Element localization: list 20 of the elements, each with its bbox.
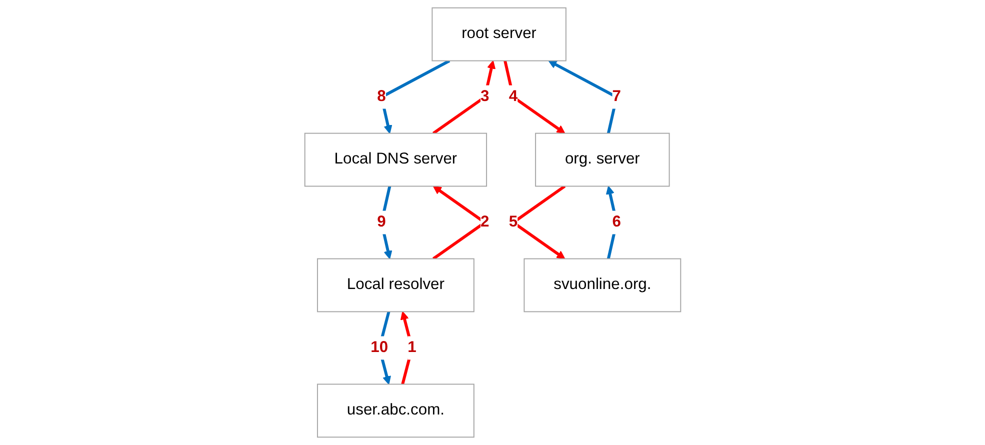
node-box: org. server xyxy=(534,132,670,187)
node-box: svuonline.org. xyxy=(523,258,681,312)
arrow xyxy=(606,186,618,260)
edge-label: 2 xyxy=(480,214,490,230)
node-box: Local resolver xyxy=(316,258,474,312)
edge-label: 1 xyxy=(407,339,416,356)
edge-label: 5 xyxy=(508,214,518,230)
node-box: Local DNS server xyxy=(304,132,487,187)
edge-label: 10 xyxy=(370,339,388,356)
edge-label: 9 xyxy=(376,214,386,230)
node-box: root server xyxy=(431,7,566,62)
edge-label: 4 xyxy=(508,88,518,105)
edge-label: 8 xyxy=(376,88,386,105)
edge-label: 7 xyxy=(612,88,621,105)
edge-label: 6 xyxy=(612,214,621,230)
arrow xyxy=(503,60,565,134)
arrow xyxy=(432,60,496,134)
arrow xyxy=(548,60,618,134)
edge-label: 3 xyxy=(480,88,490,105)
node-box: user.abc.com. xyxy=(316,384,474,438)
